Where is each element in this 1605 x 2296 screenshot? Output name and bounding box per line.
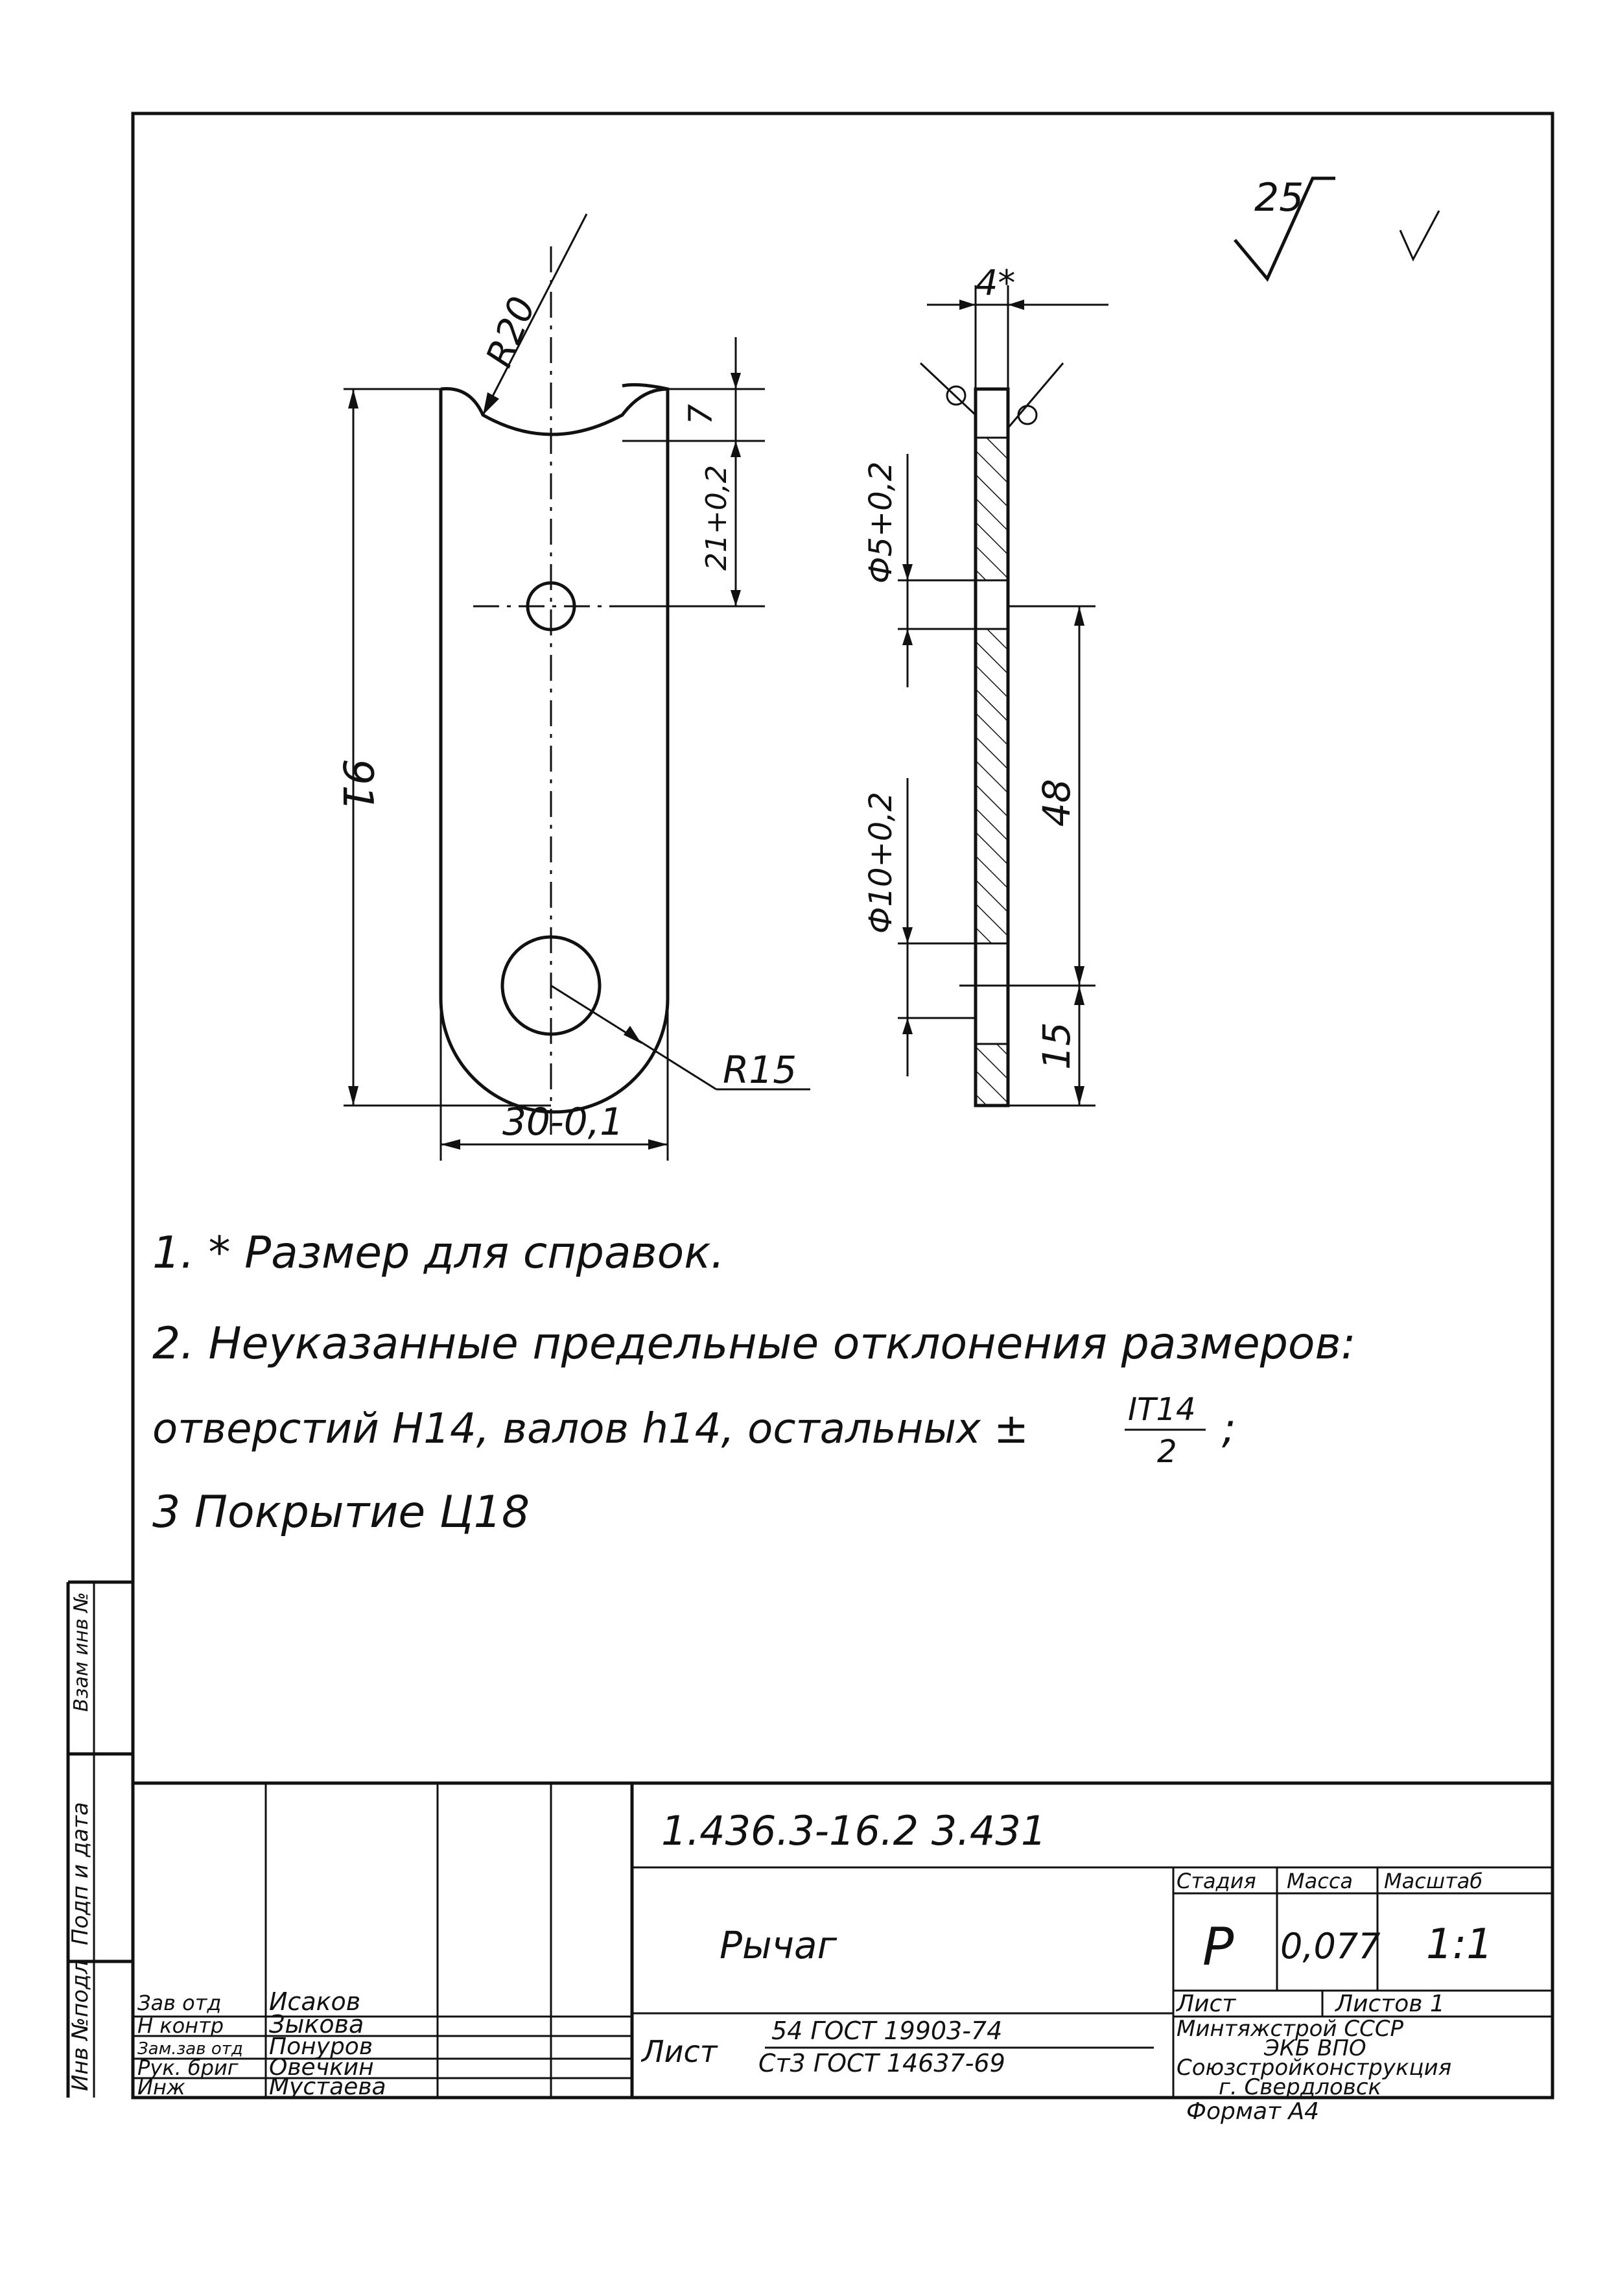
note-fraction-end: ; [1222, 1405, 1236, 1453]
sheet-frame [66, 112, 1554, 2100]
format-label: Формат А4 [1186, 2098, 1319, 2125]
scale-label: Масштаб [1384, 1869, 1482, 1893]
material-top: 54 ГОСТ 19903-74 [771, 2017, 1002, 2045]
note-2: 2. Неуказанные предельные отклонения раз… [152, 1318, 1356, 1369]
material-bottom: Ст3 ГОСТ 14637-69 [758, 2049, 1005, 2077]
material-prefix: Лист [640, 2034, 718, 2069]
side-view [919, 362, 1064, 1107]
scale-value: 1:1 [1426, 1921, 1493, 1969]
dim-r15-label: R15 [723, 1048, 797, 1092]
roughness-symbol: 25 [1234, 175, 1440, 282]
org-line-1: Минтяжстрой СССР [1177, 2016, 1404, 2042]
notes: 1. * Размер для справок. 2. Неуказанные … [152, 1227, 1356, 1538]
margin-podp-data: Подп и дата [67, 1802, 93, 1945]
sheets-label: Листов 1 [1334, 1991, 1445, 2017]
dim-d5: Ф5+0,2 [863, 454, 976, 687]
role-3: Рук. бриг [137, 2055, 239, 2080]
name-3: Овечкин [269, 2054, 374, 2081]
org-line-3: Союзстройконструкция [1177, 2055, 1451, 2081]
org-line-4: г. Свердловск [1219, 2074, 1382, 2100]
stage-label: Стадия [1177, 1869, 1256, 1893]
dim-d5-label: Ф5+0,2 [863, 462, 899, 584]
dim-4-label: 4* [976, 263, 1015, 303]
doc-code: 1.436.3-16.2 3.431 [661, 1807, 1046, 1854]
stage-value: Р [1202, 1917, 1234, 1977]
part-name: Рычаг [720, 1923, 838, 1967]
dim-r20: R20 [478, 213, 588, 416]
title-block [133, 1781, 1552, 2098]
role-1: Н контр [137, 2013, 224, 2038]
name-0: Исаков [269, 1987, 360, 2016]
main-view [439, 246, 670, 1135]
dim-30: 30-0,1 [439, 999, 669, 1161]
note-2-cont: отверстий H14, валов h14, остальных ± [152, 1405, 1029, 1453]
dim-7-label: 7 [682, 404, 720, 425]
note-fraction-num: IT14 [1128, 1391, 1196, 1428]
dim-15-label: 15 [1035, 1022, 1079, 1070]
note-fraction-den: 2 [1157, 1434, 1177, 1470]
dim-91: 91 [333, 388, 551, 1107]
note-3: 3 Покрытие Ц18 [152, 1487, 530, 1538]
note-1: 1. * Размер для справок. [152, 1227, 725, 1279]
dim-48-label: 48 [1035, 779, 1079, 827]
name-2: Понуров [269, 2033, 373, 2060]
dim-r20-label: R20 [478, 291, 545, 373]
role-2: Зам.зав отд [137, 2039, 243, 2059]
name-1: Зыкова [269, 2010, 364, 2039]
dim-21-label: 21+0,2 [700, 465, 733, 571]
dim-right-top: 7 21+0,2 [622, 337, 765, 608]
role-0: Зав отд [137, 1991, 222, 2015]
dim-48-15: 48 15 [959, 605, 1095, 1107]
margin-vzam-inv: Взам инв № [70, 1592, 93, 1712]
mass-value: 0,077 [1280, 1926, 1381, 1967]
dim-d10: Ф10+0,2 [863, 778, 976, 1076]
org-line-2: ЭКБ ВПО [1263, 2035, 1366, 2061]
dim-d10-label: Ф10+0,2 [863, 792, 899, 934]
sheet-label: Лист [1175, 1991, 1236, 2017]
dim-4: 4* [927, 263, 1108, 389]
role-4: Инж [137, 2075, 185, 2100]
margin-inv-podl: Инв №подл [67, 1960, 93, 2091]
mass-label: Масса [1287, 1869, 1353, 1893]
name-4: Мустаева [269, 2074, 386, 2100]
dim-91-label: 91 [333, 759, 381, 811]
roughness-value: 25 [1254, 175, 1304, 220]
dim-r15: R15 [550, 984, 810, 1092]
dim-30-label: 30-0,1 [502, 1100, 624, 1144]
